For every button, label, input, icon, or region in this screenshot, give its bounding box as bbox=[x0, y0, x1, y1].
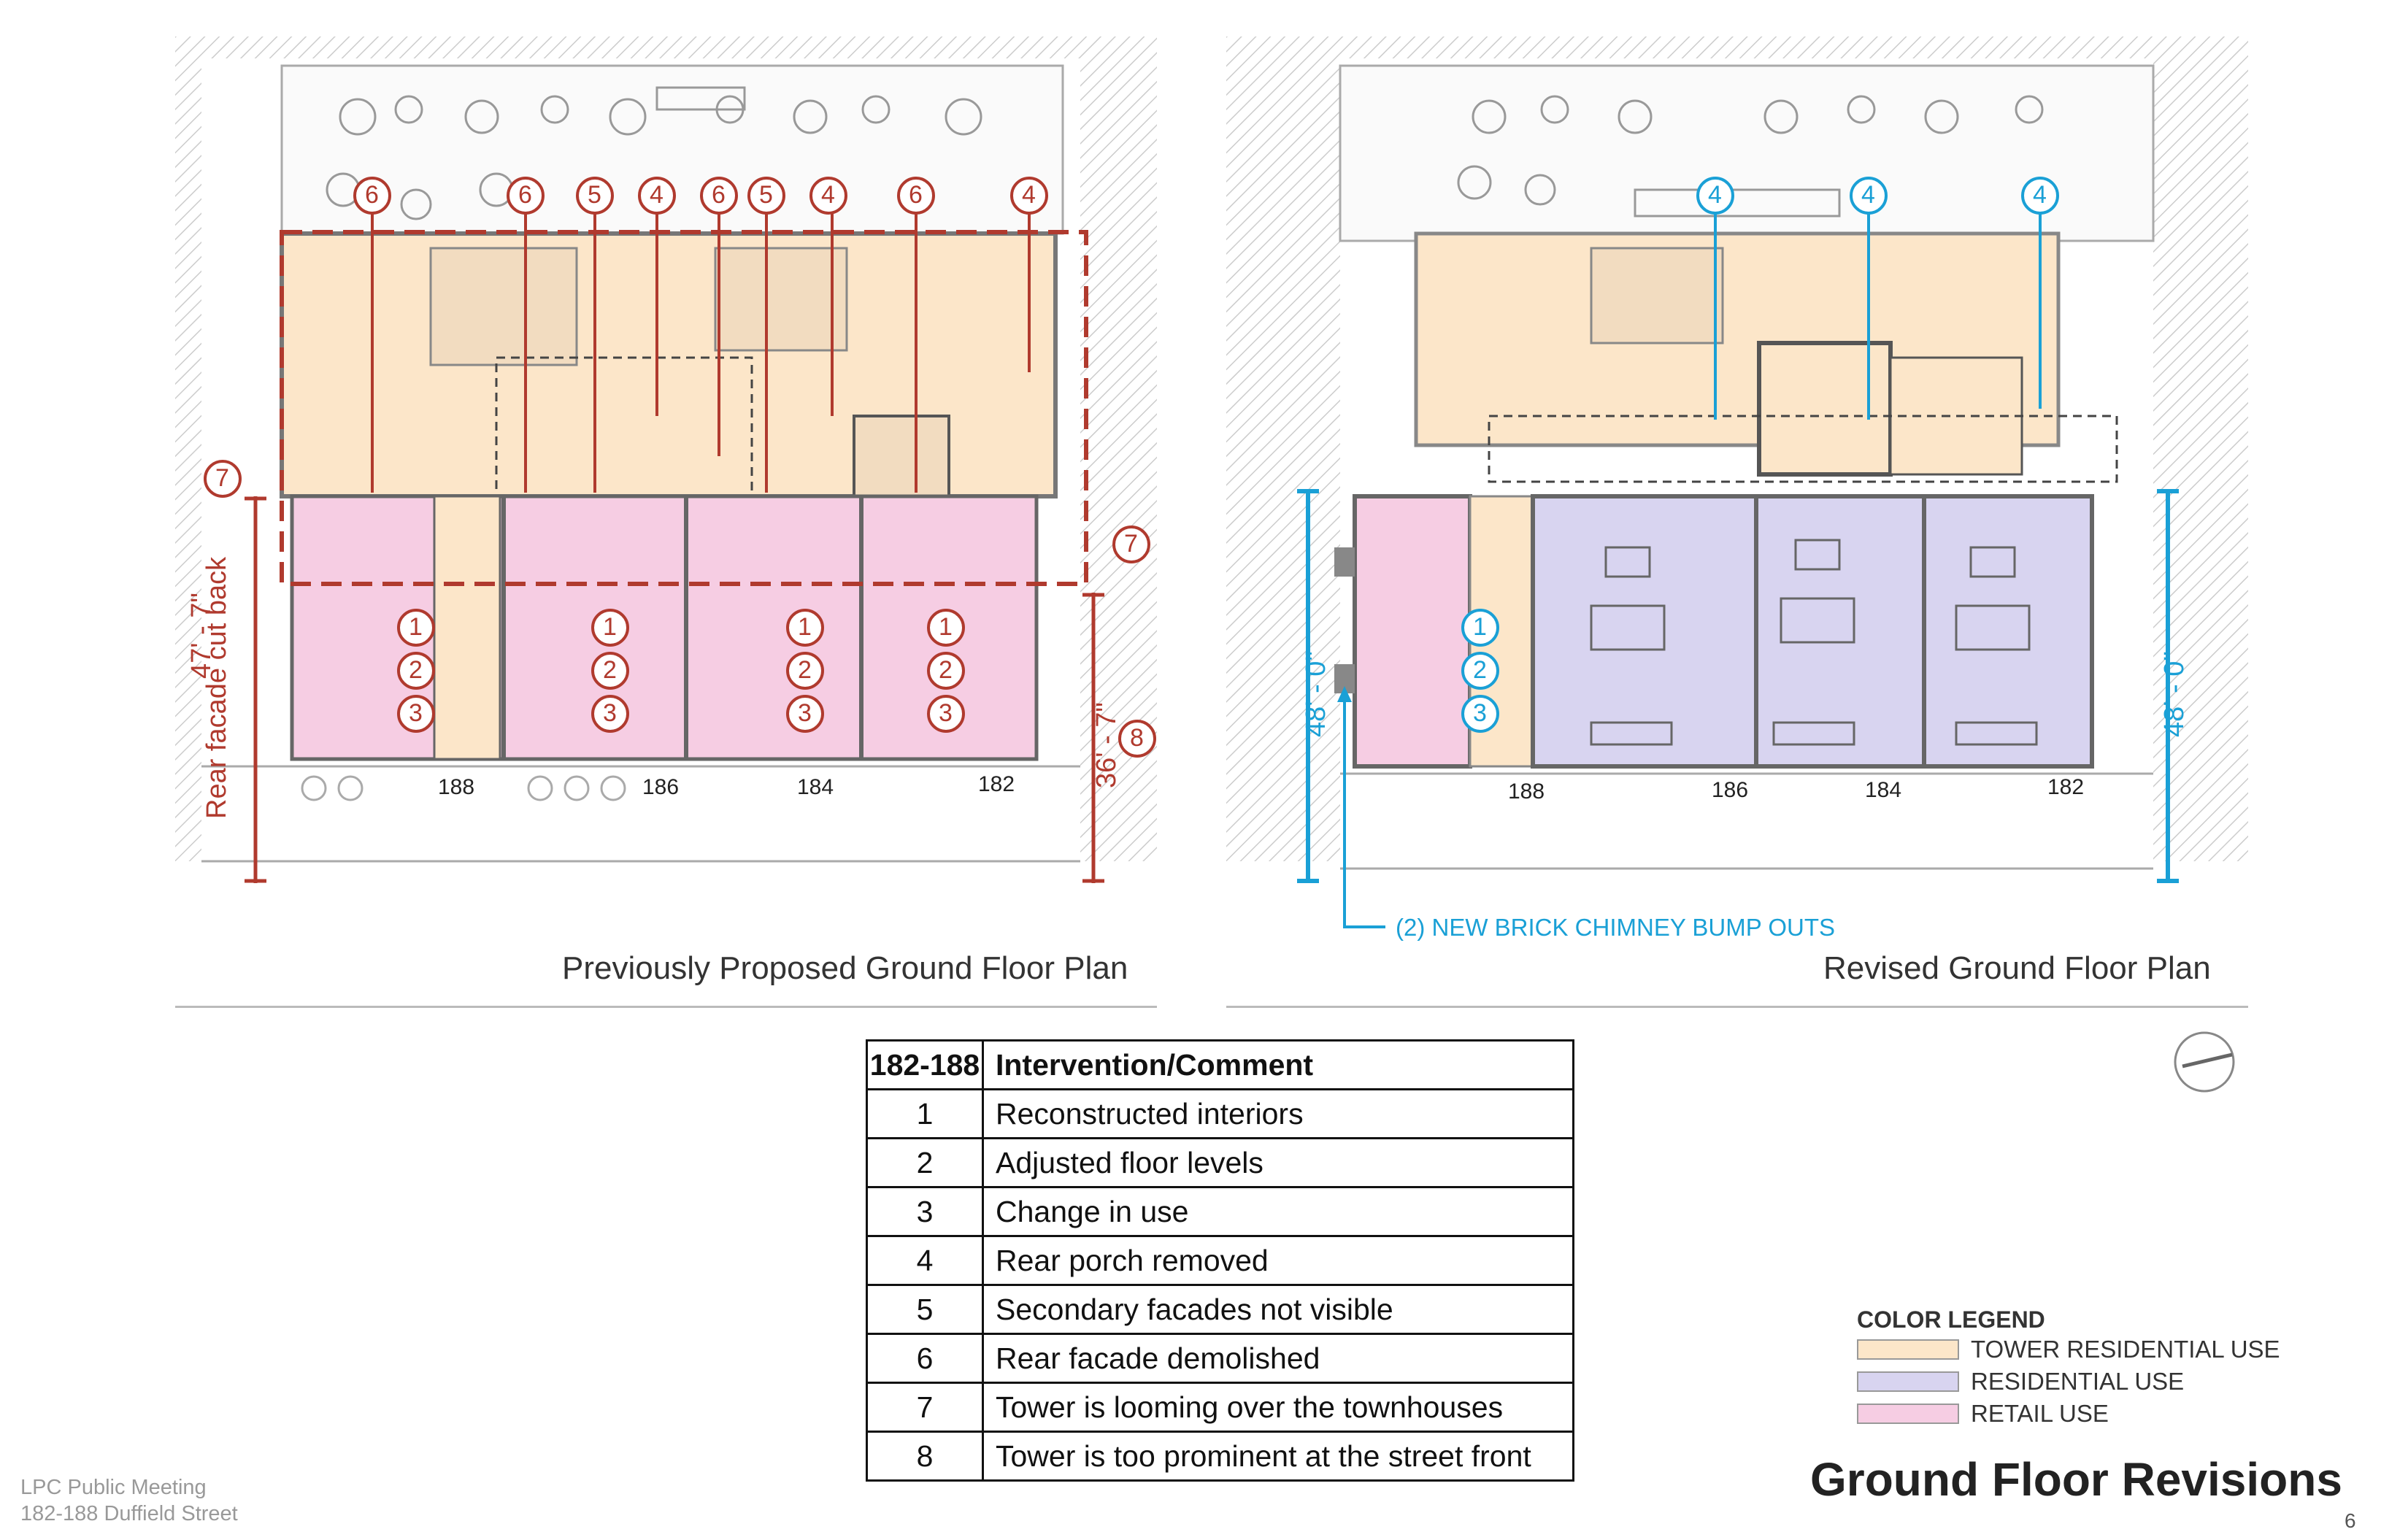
table-header-address: 182-188 bbox=[866, 1039, 984, 1090]
callout-8: 8 bbox=[1130, 724, 1144, 752]
callout-6b: 6 bbox=[518, 181, 532, 209]
callout-5b: 5 bbox=[759, 181, 773, 209]
rear-facade-note: Rear facade cut back bbox=[201, 556, 232, 819]
callout-4a: 4 bbox=[650, 181, 663, 209]
callout-4c: 4 bbox=[1022, 181, 1036, 209]
revised-number-188: 188 bbox=[1508, 779, 1545, 804]
stack-3b: 3 bbox=[603, 699, 617, 727]
legend-item-tower: TOWER RESIDENTIAL USE bbox=[1857, 1333, 2280, 1366]
revised-plan-title: Revised Ground Floor Plan bbox=[1823, 950, 2211, 986]
revised-stack-2: 2 bbox=[1473, 656, 1487, 684]
stack-3d: 3 bbox=[939, 699, 953, 727]
callout-5a: 5 bbox=[588, 181, 601, 209]
revised-callout-4a: 4 bbox=[1708, 181, 1722, 209]
table-cell-comment: Rear facade demolished bbox=[982, 1333, 1574, 1384]
table-cell-number: 3 bbox=[866, 1186, 984, 1237]
revised-stack-3: 3 bbox=[1473, 699, 1487, 727]
footer-meeting: LPC Public Meeting bbox=[20, 1476, 207, 1499]
house-number-188: 188 bbox=[438, 775, 475, 799]
table-cell-number: 6 bbox=[866, 1333, 984, 1384]
legend-label-residential: RESIDENTIAL USE bbox=[1971, 1368, 2185, 1395]
legend-item-residential: RESIDENTIAL USE bbox=[1857, 1366, 2280, 1398]
dimension-revised-right: 48' - 0" bbox=[2159, 651, 2190, 737]
divider-left bbox=[175, 1006, 1157, 1008]
table-cell-comment: Tower is looming over the townhouses bbox=[982, 1382, 1574, 1433]
revised-stack-1: 1 bbox=[1473, 613, 1487, 641]
legend-label-retail: RETAIL USE bbox=[1971, 1400, 2109, 1427]
table-cell-number: 4 bbox=[866, 1235, 984, 1286]
previous-plan-title: Previously Proposed Ground Floor Plan bbox=[562, 950, 1128, 986]
callout-7-left: 7 bbox=[215, 464, 229, 492]
table-cell-number: 5 bbox=[866, 1284, 984, 1335]
stack-2a: 2 bbox=[409, 656, 423, 684]
divider-right bbox=[1226, 1006, 2248, 1008]
legend-swatch-tower bbox=[1857, 1339, 1959, 1360]
legend-title: COLOR LEGEND bbox=[1857, 1306, 2045, 1333]
stack-1c: 1 bbox=[798, 613, 812, 641]
table-cell-comment: Reconstructed interiors bbox=[982, 1088, 1574, 1139]
callout-4b: 4 bbox=[821, 181, 835, 209]
table-cell-comment: Tower is too prominent at the street fro… bbox=[982, 1431, 1574, 1482]
footer: LPC Public Meeting 182-188 Duffield Stre… bbox=[20, 1474, 238, 1527]
stack-2c: 2 bbox=[798, 656, 812, 684]
dimension-revised-left: 48' - 0" bbox=[1301, 651, 1331, 737]
table-cell-comment: Rear porch removed bbox=[982, 1235, 1574, 1286]
table-cell-number: 7 bbox=[866, 1382, 984, 1433]
callout-6c: 6 bbox=[712, 181, 726, 209]
revised-callout-4c: 4 bbox=[2033, 181, 2047, 209]
legend-item-retail: RETAIL USE bbox=[1857, 1398, 2280, 1430]
legend-swatch-residential bbox=[1857, 1371, 1959, 1392]
dimension-previous-right: 36' - 7" bbox=[1091, 702, 1122, 788]
table-cell-number: 2 bbox=[866, 1137, 984, 1188]
table-cell-comment: Change in use bbox=[982, 1186, 1574, 1237]
table-cell-number: 8 bbox=[866, 1431, 984, 1482]
revised-number-186: 186 bbox=[1712, 778, 1749, 802]
stack-1a: 1 bbox=[409, 613, 423, 641]
stack-3a: 3 bbox=[409, 699, 423, 727]
table-cell-comment: Secondary facades not visible bbox=[982, 1284, 1574, 1335]
house-number-182: 182 bbox=[978, 772, 1015, 796]
table-header-row: 182-188 Intervention/Comment bbox=[866, 1039, 1574, 1090]
house-number-186: 186 bbox=[642, 775, 680, 799]
page-title: Ground Floor Revisions bbox=[1810, 1453, 2342, 1506]
page-number: 6 bbox=[2345, 1509, 2356, 1532]
callout-7-right: 7 bbox=[1124, 530, 1138, 558]
stack-3c: 3 bbox=[798, 699, 812, 727]
stack-2d: 2 bbox=[939, 656, 953, 684]
color-legend: COLOR LEGEND TOWER RESIDENTIAL USE RESID… bbox=[1857, 1306, 2280, 1430]
legend-label-tower: TOWER RESIDENTIAL USE bbox=[1971, 1336, 2280, 1363]
revised-number-184: 184 bbox=[1865, 778, 1902, 802]
footer-address: 182-188 Duffield Street bbox=[20, 1502, 238, 1525]
north-arrow-icon bbox=[2174, 1031, 2235, 1093]
house-number-184: 184 bbox=[797, 775, 834, 799]
callout-6d: 6 bbox=[909, 181, 923, 209]
revised-floor-plan bbox=[1226, 36, 2248, 870]
table-header-comment: Intervention/Comment bbox=[982, 1039, 1574, 1090]
revised-number-182: 182 bbox=[2047, 775, 2085, 799]
stack-1d: 1 bbox=[939, 613, 953, 641]
table-cell-comment: Adjusted floor levels bbox=[982, 1137, 1574, 1188]
stack-1b: 1 bbox=[603, 613, 617, 641]
stack-2b: 2 bbox=[603, 656, 617, 684]
revised-callout-4b: 4 bbox=[1861, 181, 1875, 209]
table-cell-number: 1 bbox=[866, 1088, 984, 1139]
chimney-note: (2) NEW BRICK CHIMNEY BUMP OUTS bbox=[1396, 914, 1836, 941]
legend-swatch-retail bbox=[1857, 1404, 1959, 1424]
callout-6a: 6 bbox=[365, 181, 379, 209]
